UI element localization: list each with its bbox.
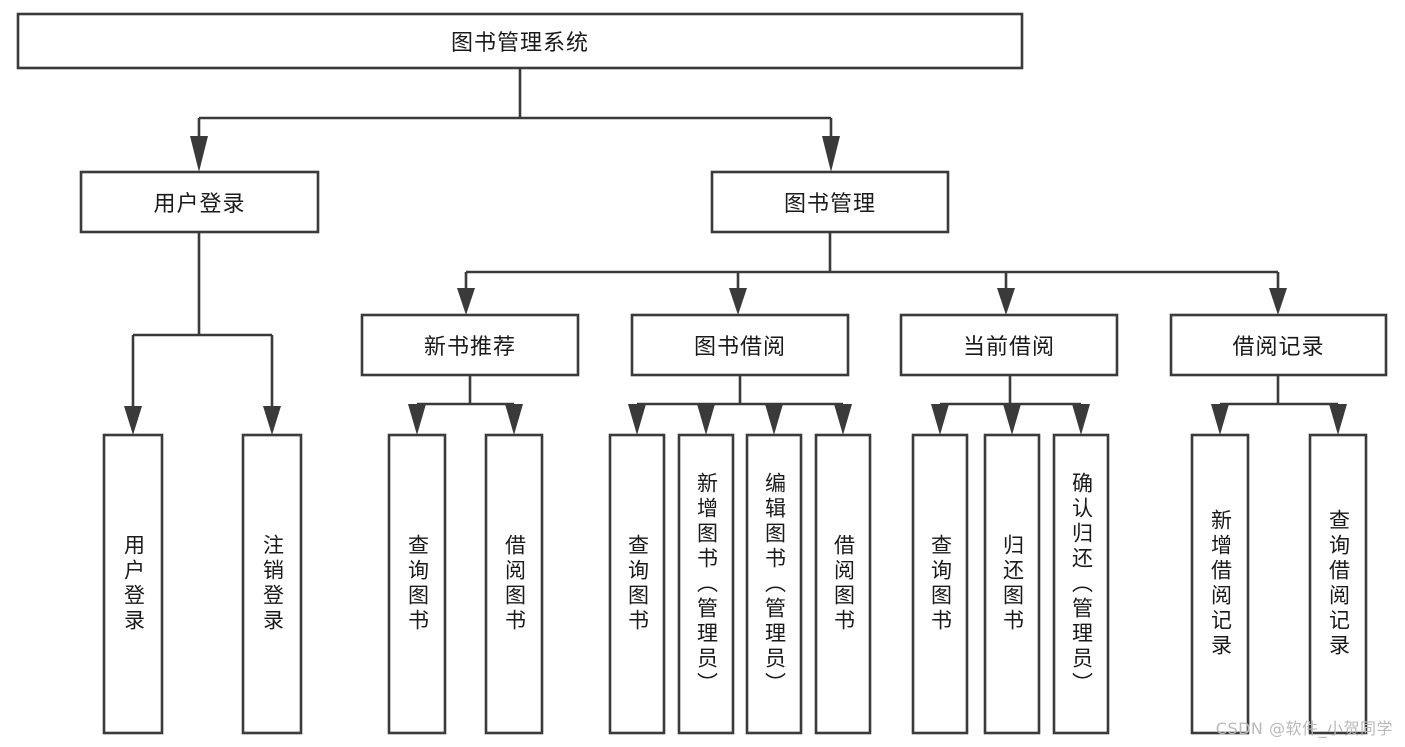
connector-group-current: [931, 375, 1090, 435]
node-box-leaf-1[interactable]: [241, 433, 303, 735]
connector-group-root: [190, 68, 840, 172]
node-box-level3-2[interactable]: [899, 313, 1119, 377]
arrow-icon-root-to-userlogin: [190, 136, 208, 172]
node-box-leaf-9[interactable]: [983, 433, 1041, 735]
arrow-icon-newbook-leaf-2: [505, 404, 523, 435]
arrow-icon-to-record: [1269, 288, 1287, 315]
node-box-leaf-0[interactable]: [102, 433, 164, 735]
arrow-icon-record-leaf-1: [1211, 404, 1229, 435]
connector-group-newbook: [408, 375, 523, 435]
connector-group-bookmgmt: [457, 232, 1287, 315]
node-box-leaf-6[interactable]: [745, 433, 803, 735]
arrow-icon-userlogin-leaf-1: [124, 406, 142, 435]
node-box-leaf-11[interactable]: [1190, 433, 1250, 735]
node-box-level3-0[interactable]: [360, 313, 580, 377]
arrow-icon-current-leaf-2: [1003, 404, 1021, 435]
arrow-icon-userlogin-leaf-2: [263, 406, 281, 435]
arrow-icon-current-leaf-3: [1072, 404, 1090, 435]
node-box-leaf-2[interactable]: [387, 433, 447, 735]
node-box-root[interactable]: [16, 12, 1024, 70]
arrow-icon-borrow-leaf-4: [834, 404, 852, 435]
arrow-icon-borrow-leaf-3: [765, 404, 783, 435]
connector-group-userlogin: [124, 232, 281, 435]
node-box-leaf-5[interactable]: [677, 433, 735, 735]
node-box-level3-3[interactable]: [1169, 313, 1388, 377]
node-box-leaf-3[interactable]: [484, 433, 544, 735]
arrow-icon-to-current: [997, 288, 1015, 315]
connector-group-borrow: [628, 375, 852, 435]
node-box-level3-1[interactable]: [630, 313, 850, 377]
node-box-leaf-10[interactable]: [1052, 433, 1110, 735]
arrow-icon-record-leaf-2: [1329, 404, 1347, 435]
connector-group-record: [1211, 375, 1347, 435]
arrow-icon-current-leaf-1: [931, 404, 949, 435]
arrow-icon-to-newbook: [457, 288, 475, 315]
node-box-leaf-12[interactable]: [1308, 433, 1368, 735]
arrow-icon-borrow-leaf-1: [628, 404, 646, 435]
node-box-leaf-4[interactable]: [608, 433, 666, 735]
node-box-level2-0[interactable]: [79, 170, 320, 234]
arrow-icon-root-to-bookmgmt: [822, 136, 840, 172]
node-box-leaf-7[interactable]: [814, 433, 872, 735]
arrow-icon-to-borrow: [729, 288, 747, 315]
arrow-icon-newbook-leaf-1: [408, 404, 426, 435]
arrow-icon-borrow-leaf-2: [697, 404, 715, 435]
node-box-leaf-8[interactable]: [911, 433, 969, 735]
node-box-level2-1[interactable]: [710, 170, 950, 234]
